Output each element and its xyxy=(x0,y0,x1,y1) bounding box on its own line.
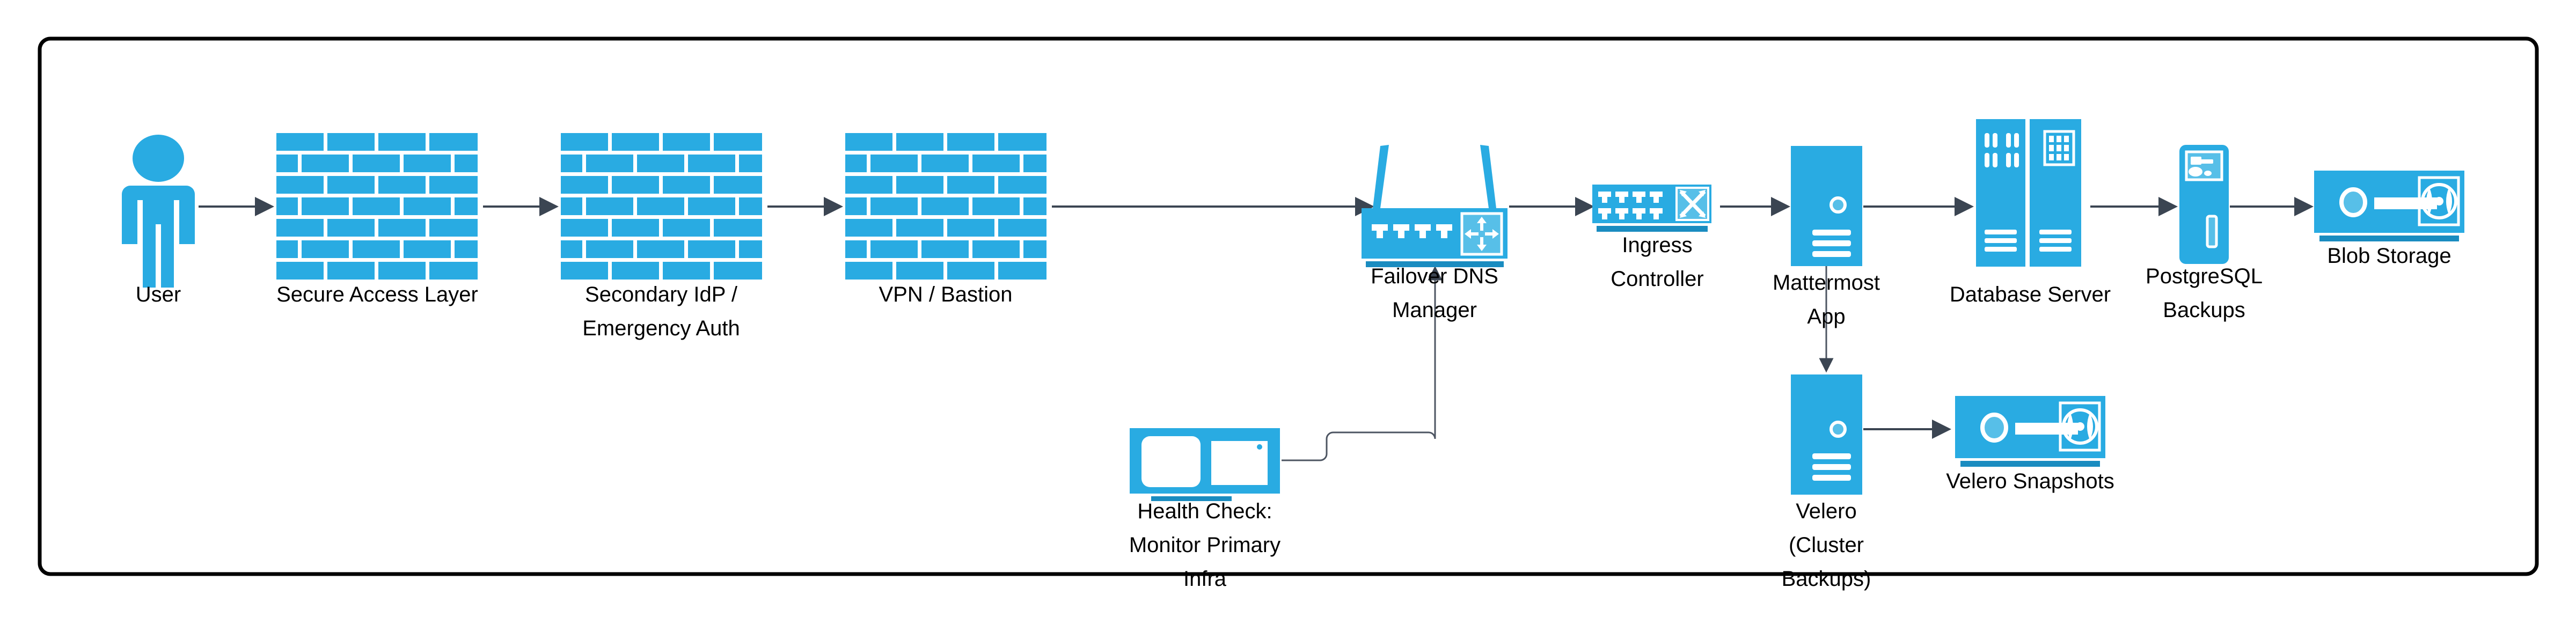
node-database-server[interactable]: Database Server xyxy=(1950,119,2111,306)
node-mattermost-app[interactable]: Mattermost App xyxy=(1773,146,1880,328)
node-health-check[interactable]: Health Check: Monitor Primary Infra xyxy=(1129,428,1280,591)
node-postgresql-backups[interactable]: PostgreSQL Backups xyxy=(2146,145,2263,322)
disc-glyph xyxy=(2421,183,2457,219)
node-label-health-check-line2: Monitor Primary xyxy=(1129,533,1280,557)
node-failover-dns-manager[interactable]: Failover DNS Manager xyxy=(1362,145,1507,322)
node-label-user: User xyxy=(136,283,181,306)
disk-array-icon xyxy=(2314,171,2464,241)
node-label-health-check-line1: Health Check: xyxy=(1137,499,1272,523)
node-user[interactable]: User xyxy=(122,135,195,306)
wireless-router-icon xyxy=(1362,145,1507,267)
node-secure-access-layer[interactable]: Secure Access Layer xyxy=(276,133,478,306)
cross-arrows-glyph xyxy=(1679,190,1706,218)
edge-layer xyxy=(199,197,2314,461)
backup-tower-icon xyxy=(2179,145,2229,264)
server-tower-icon xyxy=(1791,374,1862,495)
node-label-mattermost-line2: App xyxy=(1807,305,1845,328)
firewall-brick-icon xyxy=(561,133,762,280)
user-body-icon xyxy=(122,186,195,288)
diagram-boundary xyxy=(38,36,2539,576)
network-switch-icon xyxy=(1592,185,1711,232)
node-label-ingress-line1: Ingress xyxy=(1622,233,1692,257)
firewall-brick-icon xyxy=(845,133,1046,280)
node-label-mattermost-line1: Mattermost xyxy=(1773,271,1880,295)
node-label-vpn-bastion: VPN / Bastion xyxy=(879,283,1012,306)
disk-array-icon xyxy=(1955,396,2105,467)
node-label-health-check-line3: Infra xyxy=(1183,567,1227,591)
database-rack-icon xyxy=(1976,119,2081,267)
node-label-database-server: Database Server xyxy=(1950,283,2111,306)
node-label-velero-line3: Backups) xyxy=(1782,567,1871,591)
node-label-velero-snapshots: Velero Snapshots xyxy=(1946,469,2114,493)
node-label-velero-line2: (Cluster xyxy=(1789,533,1864,557)
node-label-secondary-idp-line2: Emergency Auth xyxy=(582,317,740,340)
node-label-secure-access-layer: Secure Access Layer xyxy=(276,283,478,306)
node-label-postgresql-line1: PostgreSQL xyxy=(2146,264,2263,288)
firewall-brick-icon xyxy=(276,133,478,280)
node-ingress-controller[interactable]: Ingress Controller xyxy=(1592,185,1711,291)
disc-glyph xyxy=(2062,408,2098,445)
edge-health-check-to-dns xyxy=(1282,266,1443,461)
server-tower-icon xyxy=(1791,146,1862,266)
node-label-ingress-line2: Controller xyxy=(1611,267,1703,291)
node-label-velero-line1: Velero xyxy=(1796,499,1856,523)
node-vpn-bastion[interactable]: VPN / Bastion xyxy=(845,133,1046,306)
node-velero[interactable]: Velero (Cluster Backups) xyxy=(1782,374,1871,591)
node-label-secondary-idp-line1: Secondary IdP / xyxy=(585,283,738,306)
tablet-monitor-icon xyxy=(1130,428,1280,501)
node-label-postgresql-line2: Backups xyxy=(2163,298,2245,322)
node-label-failover-dns-line1: Failover DNS xyxy=(1371,264,1498,288)
user-person-icon xyxy=(133,135,184,182)
node-blob-storage[interactable]: Blob Storage xyxy=(2314,171,2464,268)
four-arrow-glyph xyxy=(1465,217,1499,251)
node-secondary-idp[interactable]: Secondary IdP / Emergency Auth xyxy=(561,133,762,340)
node-velero-snapshots[interactable]: Velero Snapshots xyxy=(1946,396,2114,493)
node-label-blob-storage: Blob Storage xyxy=(2327,244,2451,268)
node-label-failover-dns-line2: Manager xyxy=(1392,298,1477,322)
